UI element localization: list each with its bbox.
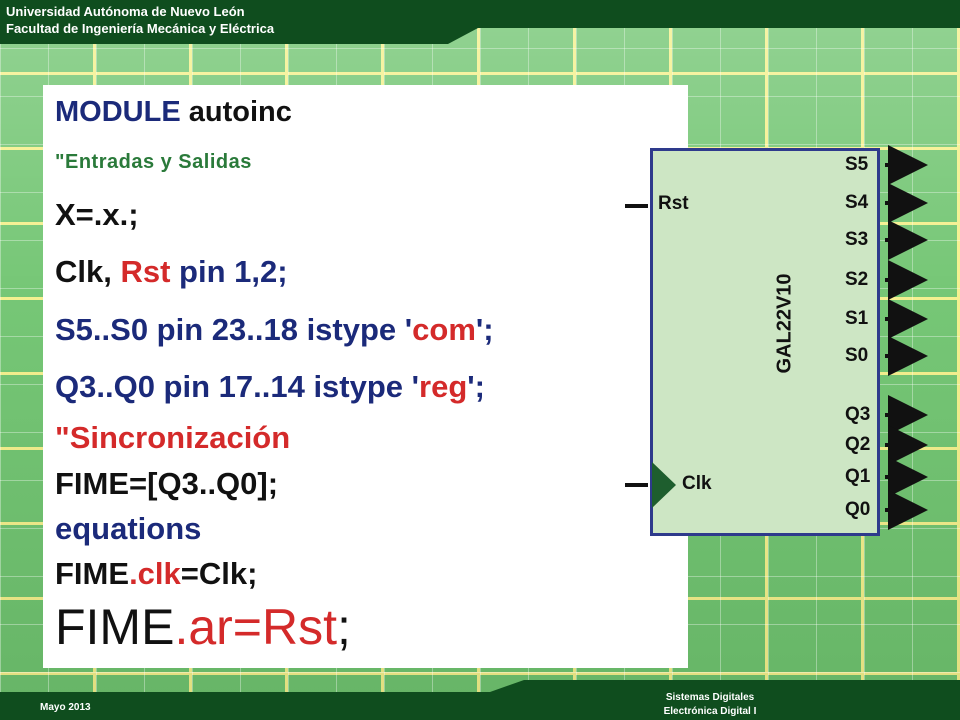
code-line-fime-ar: FIME.ar=Rst; (55, 598, 351, 656)
clock-triangle (652, 462, 676, 508)
header-band (0, 0, 960, 44)
code-line-module: MODULE autoinc (55, 96, 292, 129)
code-line-clk-rst: Clk, Rst pin 1,2; (55, 254, 288, 290)
code-panel (43, 85, 688, 668)
code-line-q-pins: Q3..Q0 pin 17..14 istype 'reg'; (55, 369, 485, 405)
ar-end-token: ; (337, 599, 351, 655)
q-pins-token: Q3..Q0 pin 17..14 istype ' (55, 369, 420, 404)
module-keyword: MODULE (55, 96, 181, 128)
pin-label-s2: S2 (845, 269, 869, 290)
fime-token-large: FIME (55, 599, 175, 655)
s-pins-token: S5..S0 pin 23..18 istype ' (55, 312, 413, 347)
footer-date: Mayo 2013 (40, 702, 91, 713)
code-comment-sync: "Sincronización (55, 420, 291, 455)
university-name: Universidad Autónoma de Nuevo León (6, 4, 245, 19)
pin-label-q3: Q3 (845, 404, 871, 425)
code-line-equations: equations (55, 511, 202, 546)
code-line-x: X=.x.; (55, 197, 139, 232)
faculty-name: Facultad de Ingeniería Mecánica y Eléctr… (6, 21, 275, 36)
rst-token: Rst (120, 254, 171, 289)
gal22v10-chip (650, 148, 880, 536)
code-line-fime-set: FIME=[Q3..Q0]; (55, 466, 279, 501)
pin-label-s3: S3 (845, 229, 869, 250)
pin-label-s0: S0 (845, 345, 869, 366)
q-pins-end-token: '; (467, 369, 485, 404)
s-pins-end-token: '; (475, 312, 494, 347)
code-line-s-pins: S5..S0 pin 23..18 istype 'com'; (55, 312, 494, 348)
pin-label-s5: S5 (845, 154, 869, 175)
reg-token: reg (419, 369, 468, 404)
com-token: com (412, 312, 476, 347)
code-line-fime-clk: FIME.clk=Clk; (55, 556, 257, 592)
code-comment-inputs-outputs: "Entradas y Salidas (55, 151, 252, 173)
module-name: autoinc (180, 96, 292, 128)
header-band-shape (0, 0, 960, 44)
pin-label-q1: Q1 (845, 466, 871, 487)
clk-attr-token: .clk (129, 556, 181, 591)
footer-course-line2: Electrónica Digital I (663, 706, 757, 717)
pin-label-s4: S4 (845, 192, 869, 213)
fime-token: FIME (55, 556, 130, 591)
pin-decl-token: pin 1,2; (170, 254, 288, 289)
pin-label-s1: S1 (845, 308, 869, 329)
clk-assign-token: =Clk; (180, 556, 258, 591)
pin-label-rst: Rst (658, 193, 689, 214)
footer-band (0, 680, 960, 720)
clk-token: Clk, (55, 254, 121, 289)
pin-label-q0: Q0 (845, 499, 871, 520)
pin-label-clk: Clk (682, 473, 712, 494)
ar-assign-token: .ar=Rst (174, 599, 337, 655)
footer-course-line1: Sistemas Digitales (665, 692, 755, 703)
footer-band-shape (0, 680, 960, 720)
pin-label-q2: Q2 (845, 434, 871, 455)
